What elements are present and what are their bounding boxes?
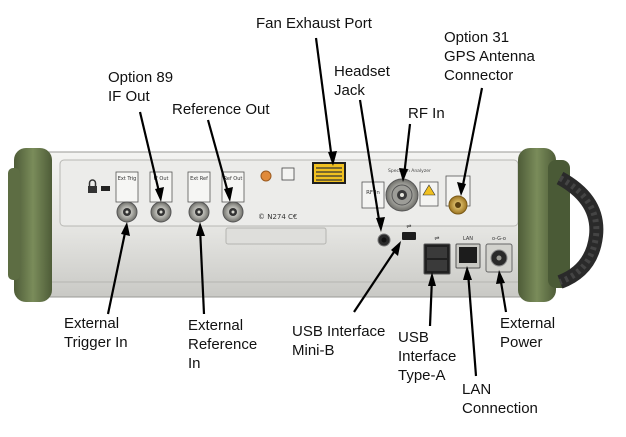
label-external-reference-in: External Reference In — [188, 317, 258, 372]
ref-out-tag: Ref Out — [224, 176, 243, 182]
bnc-connector-ref-out — [222, 201, 244, 223]
label-option31-gps: Option 31 GPS Antenna Connector — [444, 29, 535, 84]
lan-port: LAN — [455, 236, 481, 269]
svg-text:⇌: ⇌ — [434, 235, 439, 242]
warning-plate — [419, 181, 439, 207]
label-usb-mini-b: USB Interface Mini-B — [292, 323, 386, 359]
usb-type-a-ports: ⇌ — [423, 235, 451, 275]
label-headset-jack: Headset Jack — [334, 63, 390, 99]
ext-ref-tag: Ext Ref — [190, 176, 208, 182]
fan-exhaust-vent — [312, 162, 346, 184]
rf-in-connector — [385, 178, 419, 212]
label-option89-if-out: Option 89 IF Out — [108, 69, 174, 105]
headset-jack — [377, 233, 391, 247]
right-bumper — [518, 148, 604, 302]
rf-in-tag-text: RF In — [366, 190, 380, 196]
svg-text:o-G-o: o-G-o — [492, 236, 506, 242]
left-bumper — [8, 148, 52, 302]
usb-mini-b-port: ⇌ — [402, 223, 416, 240]
ground-screw — [260, 170, 272, 182]
bnc-connector-if-out — [150, 201, 172, 223]
gps-connector — [448, 195, 468, 215]
leader-lines — [106, 37, 508, 377]
if-out-tag: IF Out — [153, 176, 168, 182]
label-fan-exhaust-port: Fan Exhaust Port — [256, 15, 372, 32]
bnc-connector-ext-trigger — [116, 201, 138, 223]
spectrum-text: Spectrum Analyzer — [388, 168, 431, 174]
external-power-port: o-G-o — [485, 236, 513, 273]
security-slot — [101, 186, 110, 191]
symbol-plate — [281, 167, 295, 181]
label-usb-type-a: USB Interface Type-A — [398, 329, 457, 384]
label-external-power: External Power — [500, 315, 556, 351]
label-rf-in: RF In — [408, 105, 445, 122]
bnc-connector-ext-ref-in — [188, 201, 210, 223]
cert-marks: © N274 C€ — [258, 213, 297, 221]
label-external-trigger-in: External Trigger In — [64, 315, 128, 351]
svg-text:⇌: ⇌ — [406, 223, 411, 230]
ext-trigger-tag: Ext Trig — [118, 176, 137, 182]
label-reference-out: Reference Out — [172, 101, 270, 118]
label-lan-connection: LAN Connection — [462, 381, 538, 417]
svg-text:LAN: LAN — [463, 236, 473, 242]
lock-icon — [88, 179, 97, 193]
